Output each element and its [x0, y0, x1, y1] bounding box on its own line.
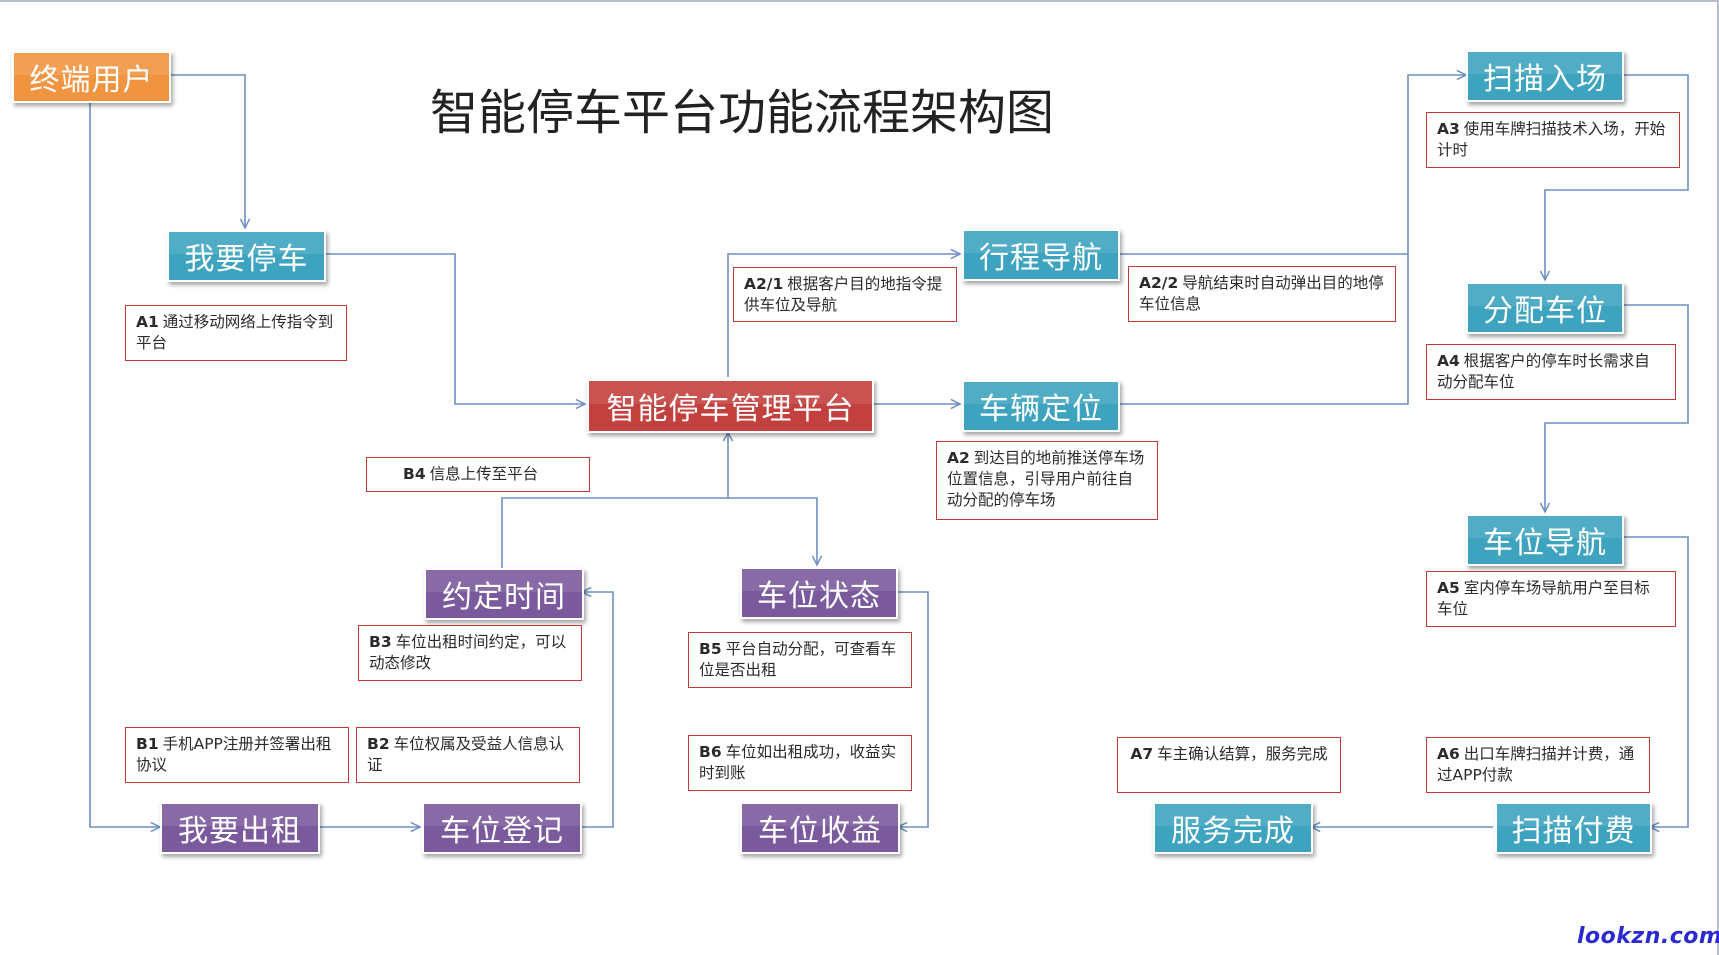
note-b2-code: B2 [367, 735, 390, 753]
node-scan-payment-label: 扫描付费 [1511, 814, 1636, 849]
note-a2-text: 到达目的地前推送停车场位置信息，引导用户前往自动分配的停车场 [947, 449, 1145, 509]
note-a3-text: 使用车牌扫描技术入场，开始计时 [1437, 120, 1666, 159]
note-a2-code: A2 [947, 449, 970, 467]
note-b4-text: 信息上传至平台 [429, 465, 539, 483]
connector-park-to-platform [324, 253, 585, 404]
node-space-income-label: 车位收益 [758, 814, 882, 849]
node-space-income: 车位收益 [740, 802, 900, 854]
node-service-done-label: 服务完成 [1171, 814, 1295, 849]
note-a2-2-code: A2/2 [1139, 274, 1179, 292]
note-b4-code: B4 [403, 465, 426, 483]
node-want-to-rent: 我要出租 [160, 802, 320, 854]
note-a1-text: 通过移动网络上传指令到平台 [136, 313, 334, 352]
node-smart-parking-platform-label: 智能停车管理平台 [606, 392, 855, 427]
note-a1-code: A1 [136, 313, 159, 331]
note-a4-code: A4 [1437, 352, 1460, 370]
node-service-done: 服务完成 [1153, 802, 1313, 854]
note-b2-text: 车位权属及受益人信息认证 [367, 735, 565, 774]
node-want-to-park: 我要停车 [167, 230, 326, 282]
node-terminal-user: 终端用户 [12, 51, 171, 103]
node-space-navigation: 车位导航 [1466, 514, 1624, 566]
note-a3-code: A3 [1437, 120, 1460, 138]
note-a2-2-text: 导航结束时自动弹出目的地停车位信息 [1139, 274, 1384, 313]
node-terminal-user-label: 终端用户 [29, 63, 154, 98]
node-space-status-label: 车位状态 [757, 579, 881, 614]
note-b1-code: B1 [136, 735, 159, 753]
note-b3-code: B3 [369, 633, 392, 651]
node-space-registration-label: 车位登记 [440, 814, 564, 849]
node-scan-entry: 扫描入场 [1466, 50, 1624, 102]
connector-vehicle-loc-to-scan-in [1118, 254, 1409, 405]
node-agreed-time-label: 约定时间 [442, 580, 566, 615]
connector-register-to-appoint [580, 592, 614, 828]
note-a6-text: 出口车牌扫描并计费，通过APP付款 [1437, 745, 1635, 784]
frame-right-border [1717, 0, 1719, 955]
node-want-to-park-label: 我要停车 [184, 242, 309, 277]
note-b1-text: 手机APP注册并签署出租协议 [136, 735, 332, 774]
node-assign-space-label: 分配车位 [1483, 294, 1607, 329]
node-space-registration: 车位登记 [422, 802, 582, 854]
node-space-status: 车位状态 [740, 567, 898, 619]
connector-user-to-rent [89, 97, 160, 827]
note-b5-text: 平台自动分配，可查看车位是否出租 [699, 640, 897, 679]
connector-status-to-income [896, 591, 929, 827]
connector-trip-nav-to-scan-in [1118, 75, 1466, 255]
node-vehicle-location-label: 车辆定位 [979, 392, 1103, 427]
connector-assign-to-space-nav [1545, 304, 1689, 512]
connector-platform-to-trip-nav [727, 254, 960, 377]
note-a5-code: A5 [1437, 579, 1460, 597]
note-b5-code: B5 [699, 640, 722, 658]
node-trip-navigation: 行程导航 [962, 229, 1120, 281]
note-a7-text: 车主确认结算，服务完成 [1157, 745, 1328, 763]
node-space-navigation-label: 车位导航 [1483, 526, 1607, 561]
connector-scan-in-to-assign [1545, 74, 1689, 280]
note-a2-1-code: A2/1 [744, 275, 784, 293]
connector-appoint-to-platform [501, 432, 728, 568]
note-a5-text: 室内停车场导航用户至目标车位 [1437, 579, 1650, 618]
note-a2-1-text: 根据客户目的地指令提供车位及导航 [744, 275, 943, 314]
node-want-to-rent-label: 我要出租 [178, 814, 302, 849]
node-scan-entry-label: 扫描入场 [1483, 62, 1607, 97]
watermark-text: lookzn.com [1577, 924, 1719, 949]
node-assign-space: 分配车位 [1466, 282, 1624, 334]
node-trip-navigation-label: 行程导航 [979, 241, 1103, 276]
frame-top-border [0, 0, 1719, 2]
note-a4-text: 根据客户的停车时长需求自动分配车位 [1437, 352, 1650, 391]
node-vehicle-location: 车辆定位 [962, 380, 1120, 432]
node-smart-parking-platform: 智能停车管理平台 [587, 379, 874, 433]
connector-space-nav-to-scan-pay [1622, 536, 1689, 827]
node-scan-payment: 扫描付费 [1495, 802, 1652, 854]
connector-platform-to-status [728, 497, 817, 565]
note-b6-code: B6 [699, 743, 722, 761]
node-agreed-time: 约定时间 [424, 568, 584, 620]
note-b6-text: 车位如出租成功，收益实时到账 [699, 743, 897, 782]
note-a6-code: A6 [1437, 745, 1460, 763]
note-a7-code: A7 [1130, 745, 1154, 763]
connector-user-to-park [169, 74, 245, 228]
note-b3-text: 车位出租时间约定，可以动态修改 [369, 633, 567, 672]
page-title: 智能停车平台功能流程架构图 [430, 85, 1055, 141]
